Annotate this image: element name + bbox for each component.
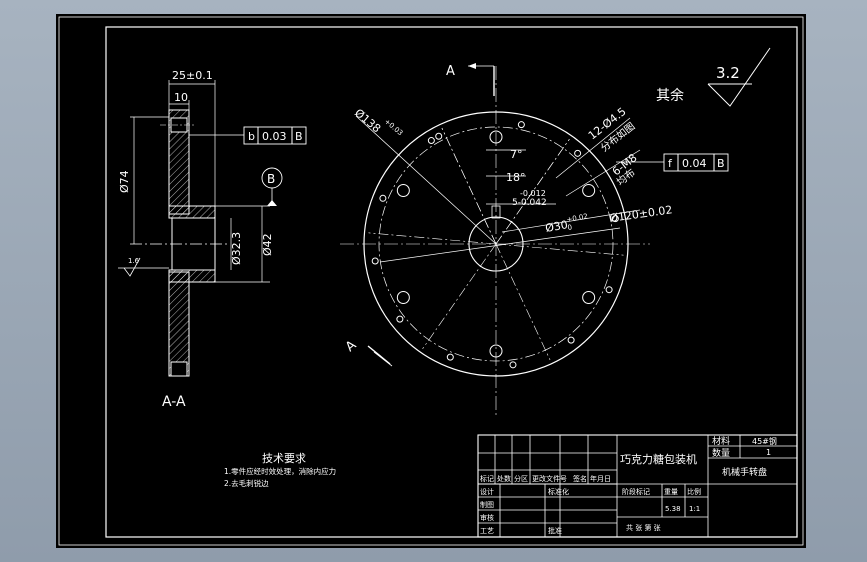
small-hole [567,336,575,344]
tol-f-value: 0.04 [682,157,707,170]
m8-hole [489,130,503,144]
sheet-outer-frame [58,16,804,546]
tech-requirements: 技术要求 1.零件应经时效处理，消除内应力 2.去毛刺锐边 [224,452,336,488]
section-view-a-a [118,80,307,377]
small-hole [371,257,379,265]
tol-f-datum: B [717,157,725,170]
small-hole [509,361,517,369]
m8-hole [582,291,596,304]
m8-hole [489,344,503,358]
small-hole [427,137,435,145]
spoke-line [422,243,497,350]
label-design: 设计 [480,487,494,496]
angle-7: 7° [510,148,523,161]
dim-dia-42: Ø42 [261,233,274,256]
sheet-inner-frame [105,26,798,538]
dim-dia-30-tol: +0.02 [566,212,589,224]
small-hole [435,132,443,140]
small-hole [605,286,613,294]
hdr-count: 处数 [497,474,511,483]
hub-lower-section [168,269,216,283]
scale-value: 1:1 [689,505,700,513]
section-mark-a-top: A [446,64,455,79]
label-scale: 比例 [687,487,701,496]
m8-hole [396,184,410,197]
material-value: 45#钢 [752,436,777,446]
tech-req-item-2: 2.去毛刺锐边 [224,478,269,488]
tolerance-frame-b [243,126,307,145]
tol-f-symbol: f [668,157,673,170]
small-hole [396,315,404,323]
spoke-line [441,127,497,245]
roughness-1-6: 1.6 [128,257,140,265]
spoke-line [368,232,497,245]
small-hole [611,215,619,223]
tol-b-datum: B [295,130,303,143]
hdr-change-doc: 更改文件号 [532,474,567,483]
keyway-tol-upper: -0.012 [520,189,546,198]
hdr-zone: 分区 [514,474,528,483]
spoke-line [495,243,551,361]
section-view-labels: 25±0.1 10 Ø74 Ø32.3 Ø42 1.6 B b 0.03 B A… [118,69,303,410]
roughness-rest-value: 3.2 [716,64,740,82]
spoke-line [495,243,624,256]
quantity-value: 1 [766,448,771,457]
small-hole [517,121,525,129]
weight-value: 5.38 [665,505,681,513]
small-hole [446,353,454,361]
tol-b-symbol: b [248,130,255,143]
title-block [477,434,798,538]
hole-group [371,121,619,369]
part-name: 机械手转盘 [722,466,767,478]
section-label-a-a: A-A [162,394,186,410]
label-stage: 阶段标记 [622,487,650,496]
label-weight: 重量 [664,488,678,496]
dim-dia-30-tol2: 0 [567,223,573,232]
small-hole [574,149,582,157]
datum-b-label: B [267,172,275,186]
small-hole [379,194,387,202]
spoke-line [495,138,570,245]
label-approve: 批准 [548,526,562,535]
flange-lower-section [168,271,190,377]
sheet-count: 共 张 第 张 [626,523,661,532]
title-block-text: 巧克力糖包装机 材料 45#钢 数量 1 机械手转盘 标记 处数 分区 更改文件… [480,435,777,535]
dim-25: 25±0.1 [172,69,213,82]
label-check: 审核 [480,513,494,522]
keyway-tol-lower: 5-0.042 [512,198,547,208]
dim-dia-32: Ø32.3 [230,232,243,265]
m8-hole [582,184,596,197]
dim-dia-74: Ø74 [118,170,131,193]
label-standardize: 标准化 [548,487,569,496]
hdr-mark: 标记 [480,474,494,483]
hdr-sign: 签名 [573,474,587,483]
roughness-rest-label: 其余 [656,87,684,104]
dim-10: 10 [174,91,188,104]
tol-b-value: 0.03 [262,130,287,143]
label-process: 工艺 [480,527,494,535]
hub-upper-section [168,205,216,219]
material-label: 材料 [712,435,730,447]
front-view [340,47,771,416]
quantity-label: 数量 [712,447,730,459]
label-drawn: 制图 [480,500,494,509]
dim-dia-30: Ø30 [544,218,569,235]
m8-hole [396,291,410,304]
tolerance-frame-f [663,153,729,172]
tech-req-title: 技术要求 [262,452,306,465]
hdr-date: 年月日 [590,474,611,483]
tech-req-item-1: 1.零件应经时效处理，消除内应力 [224,466,336,476]
product-name: 巧克力糖包装机 [620,452,697,466]
angle-18: 18° [506,171,526,184]
